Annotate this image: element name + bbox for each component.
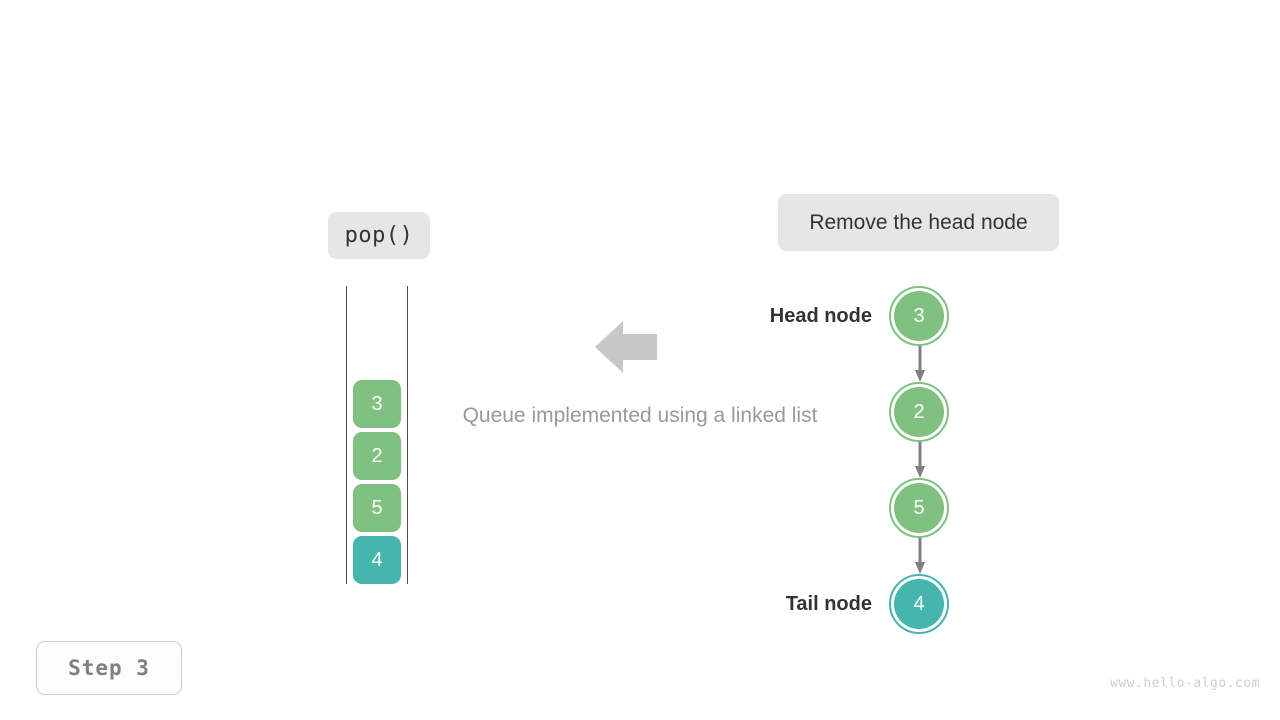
- queue-cell-value: 5: [371, 496, 383, 519]
- linked-list-node-ring: [889, 574, 949, 634]
- queue-cell: 5: [353, 484, 401, 532]
- arrow-left-block-icon: [595, 321, 657, 373]
- linked-list-node-value: 5: [894, 483, 944, 533]
- queue-cell: 2: [353, 432, 401, 480]
- operation-description: Remove the head node: [778, 194, 1059, 251]
- linked-list-node: 3: [889, 286, 949, 346]
- queue-cell-list: 3 2 5 4: [351, 380, 403, 584]
- linked-list-node-ring: [889, 382, 949, 442]
- linked-list-node-ring: [889, 478, 949, 538]
- queue-cell-value: 3: [371, 392, 383, 415]
- queue-container: 3 2 5 4: [346, 286, 408, 584]
- structure-caption: Queue implemented using a linked list: [462, 404, 818, 427]
- tail-node-label: Tail node: [785, 593, 872, 615]
- queue-cell-value: 2: [371, 444, 383, 467]
- step-badge: Step 3: [36, 641, 182, 695]
- linked-list-node-value: 3: [894, 291, 944, 341]
- linked-list-connector-arrow: [915, 538, 925, 574]
- linked-list-connector-arrow: [915, 442, 925, 478]
- watermark: www.hello-algo.com: [1110, 676, 1260, 691]
- linked-list-connector-arrow: [915, 346, 925, 382]
- operation-label: pop(): [328, 212, 430, 259]
- queue-rail-right: [407, 286, 408, 584]
- queue-cell: 3: [353, 380, 401, 428]
- linked-list-node-value: 4: [894, 579, 944, 629]
- queue-cell: 4: [353, 536, 401, 584]
- queue-cell-value: 4: [371, 548, 383, 571]
- linked-list-node: 2: [889, 382, 949, 442]
- linked-list-node: 4: [889, 574, 949, 634]
- linked-list-node-ring: [889, 286, 949, 346]
- linked-list-node: 5: [889, 478, 949, 538]
- queue-rail-left: [346, 286, 347, 584]
- linked-list-node-value: 2: [894, 387, 944, 437]
- head-node-label: Head node: [769, 305, 872, 327]
- linked-list-container: 3 2 5 4: [860, 286, 1000, 648]
